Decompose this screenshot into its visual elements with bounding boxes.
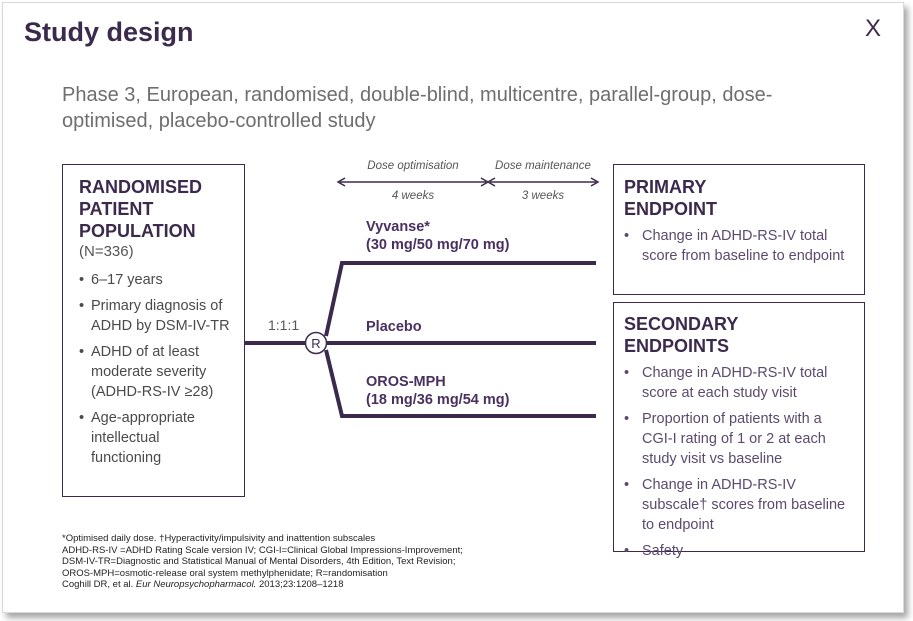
population-heading-line: PATIENT — [79, 199, 154, 219]
list-item: 6–17 years — [79, 270, 230, 290]
population-n: (N=336) — [79, 243, 134, 260]
population-criteria-list: 6–17 years Primary diagnosis of ADHD by … — [79, 270, 230, 468]
footnote-line: *Optimised daily dose. †Hyperactivity/im… — [62, 533, 376, 544]
primary-endpoint-heading: PRIMARY ENDPOINT — [624, 176, 854, 220]
primary-endpoint-list: Change in ADHD-RS-IV total score from ba… — [624, 226, 854, 266]
citation-details: 2013;23:1208–1218 — [258, 579, 344, 590]
secondary-endpoints-heading: SECONDARY ENDPOINTS — [624, 313, 854, 357]
arm-dose: (30 mg/50 mg/70 mg) — [366, 237, 510, 253]
randomisation-ratio: 1:1:1 — [268, 317, 300, 333]
arm-label-vyvanse: Vyvanse* (30 mg/50 mg/70 mg) — [366, 218, 509, 254]
footnote-line: OROS-MPH=osmotic-release oral system met… — [62, 567, 388, 579]
list-item: Change in ADHD-RS-IV subscale† scores fr… — [624, 475, 854, 535]
phase-name: Dose maintenance — [495, 160, 591, 172]
list-item: Safety — [624, 541, 854, 561]
list-item: Primary diagnosis of ADHD by DSM-IV-TR — [79, 296, 230, 336]
page-title: Study design — [24, 17, 194, 47]
footnotes: *Optimised daily dose. †Hyperactivity/im… — [62, 533, 582, 591]
arm-dose: (18 mg/36 mg/54 mg) — [366, 392, 510, 408]
list-item: Change in ADHD-RS-IV total score from ba… — [624, 226, 854, 266]
phase-duration: 3 weeks — [521, 190, 565, 202]
population-heading-line: POPULATION — [79, 221, 196, 241]
arm-label-oros-mph: OROS-MPH (18 mg/36 mg/54 mg) — [366, 373, 509, 409]
arm-label-placebo: Placebo — [366, 318, 422, 336]
secondary-endpoints-heading-line: SECONDARY — [624, 314, 739, 334]
close-button[interactable]: X — [864, 15, 881, 42]
primary-endpoint-heading-line: PRIMARY — [624, 177, 707, 197]
primary-endpoint-box: PRIMARY ENDPOINT Change in ADHD-RS-IV to… — [613, 164, 865, 295]
primary-endpoint-heading-line: ENDPOINT — [624, 199, 718, 219]
phase-duration: 4 weeks — [391, 190, 435, 202]
citation: Coghill DR, et al. Eur Neuropsychopharma… — [62, 579, 582, 591]
list-item: Age-appropriate intellectual functioning — [79, 408, 230, 468]
phase-name: Dose optimisation — [367, 160, 459, 172]
population-box: RANDOMISED PATIENT POPULATION (N=336) 6–… — [62, 164, 245, 497]
secondary-endpoints-heading-line: ENDPOINTS — [624, 336, 730, 356]
population-heading: RANDOMISED PATIENT POPULATION — [79, 176, 230, 242]
secondary-endpoints-list: Change in ADHD-RS-IV total score at each… — [624, 363, 854, 561]
arm-name: OROS-MPH — [366, 374, 446, 390]
list-item: ADHD of at least moderate severity (ADHD… — [79, 342, 230, 402]
population-heading-line: RANDOMISED — [79, 177, 203, 197]
citation-authors: Coghill DR, et al. — [62, 579, 134, 590]
list-item: Change in ADHD-RS-IV total score at each… — [624, 363, 854, 403]
arm-name: Vyvanse* — [366, 219, 430, 235]
footnote-line: ADHD-RS-IV =ADHD Rating Scale version IV… — [62, 544, 463, 556]
citation-journal: Eur Neuropsychopharmacol. — [135, 579, 257, 590]
secondary-endpoints-box: SECONDARY ENDPOINTS Change in ADHD-RS-IV… — [613, 302, 865, 561]
study-subtitle: Phase 3, European, randomised, double-bl… — [62, 84, 773, 132]
list-item: Proportion of patients with a CGI-I rati… — [624, 409, 854, 469]
footnote-line: DSM-IV-TR=Diagnostic and Statistical Man… — [62, 556, 456, 567]
arm-name: Placebo — [366, 319, 422, 335]
